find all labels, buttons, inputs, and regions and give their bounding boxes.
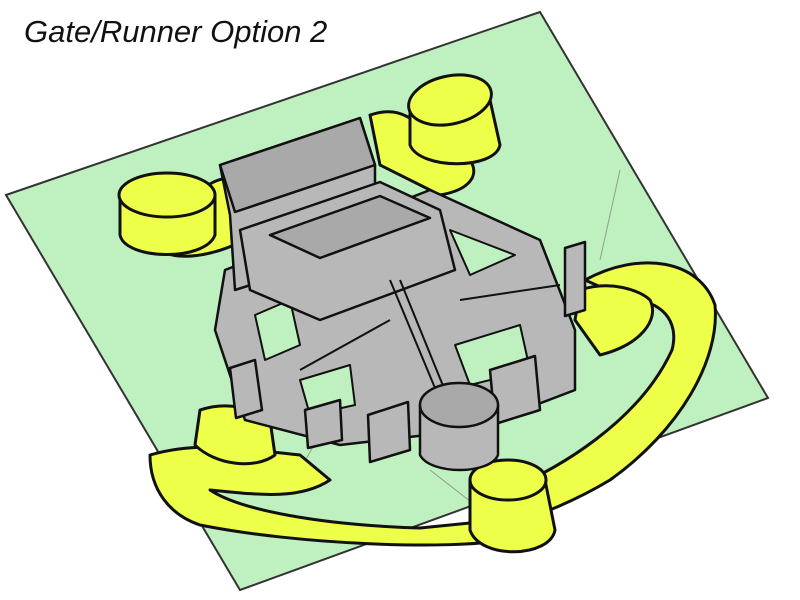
- molded-part: [213, 116, 587, 472]
- part-left-post: [228, 358, 264, 420]
- part-ribs: [299, 279, 561, 401]
- sprue-well-top-right: [407, 73, 502, 166]
- runner-right-inner: [573, 284, 654, 357]
- figure-title: Gate/Runner Option 2: [24, 14, 328, 49]
- sprue-well-left: [117, 171, 217, 256]
- part-bottom-post: [366, 400, 412, 464]
- part-central-tower-top: [268, 194, 432, 260]
- gate-boss: [418, 381, 500, 472]
- sprue-wells: [117, 73, 557, 554]
- part-right-post: [563, 240, 587, 318]
- runner-bottom-arc: [148, 445, 507, 547]
- sprue-well-bottom: [468, 458, 557, 554]
- part-front-post: [303, 398, 344, 450]
- part-upper-block-top: [218, 116, 377, 214]
